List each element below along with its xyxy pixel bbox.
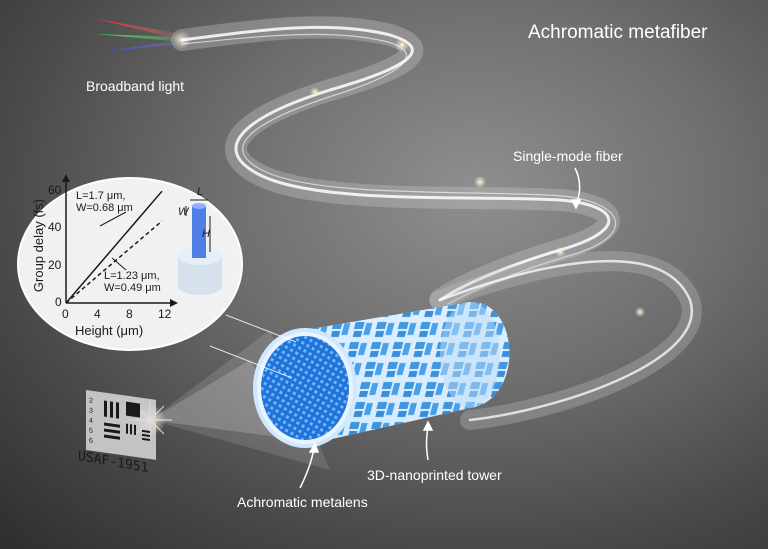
annot-upper-line2: W=0.68 μm	[76, 202, 133, 214]
annot-upper-line1: L=1.7 μm,	[76, 190, 126, 202]
x-tick-label: 4	[94, 307, 101, 321]
svg-text:4: 4	[89, 417, 93, 425]
svg-text:3: 3	[89, 407, 93, 415]
sparkles	[310, 38, 645, 317]
annot-upper-arrow	[99, 211, 127, 227]
series-line-solid	[65, 190, 163, 304]
blue-beam	[100, 40, 182, 52]
figure-title: Achromatic metafiber	[528, 22, 708, 43]
annot-upper: L=1.7 μm, W=0.68 μm	[76, 190, 133, 214]
annot-lower-line2: W=0.49 μm	[104, 282, 161, 294]
usaf-target: 2 3 4 5 6	[86, 390, 156, 460]
green-beam	[96, 34, 182, 42]
annot-lower-arrow	[111, 257, 127, 271]
y-axis-label: Group delay (fs)	[31, 198, 47, 293]
y-axis-arrow	[62, 174, 70, 182]
x-tick-label: 8	[126, 307, 133, 321]
y-tick-label: 40	[48, 220, 62, 235]
y-tick-label: 60	[48, 183, 62, 198]
metalens-label: Achromatic metalens	[237, 494, 368, 510]
svg-text:2: 2	[89, 397, 93, 405]
y-tick-label: 0	[55, 295, 62, 309]
series-line-dashed	[65, 220, 163, 304]
single-mode-fiber	[171, 16, 702, 430]
group-delay-plot	[62, 174, 178, 307]
nanoprinted-tower	[305, 301, 510, 445]
inset-bubble	[17, 177, 243, 351]
label-arrows	[299, 167, 582, 489]
svg-text:5: 5	[89, 427, 93, 435]
svg-text:6: 6	[89, 437, 93, 445]
x-axis-label: Height (μm)	[75, 323, 144, 338]
broadband-light-label: Broadband light	[86, 78, 185, 94]
red-beam	[92, 18, 182, 40]
annot-lower-line1: L=1.23 μm,	[104, 270, 160, 282]
tower-label: 3D-nanoprinted tower	[367, 467, 502, 483]
x-axis-arrow	[170, 299, 178, 307]
pillar-length-label: L	[197, 186, 204, 198]
y-tick-label: 20	[48, 257, 62, 272]
single-mode-fiber-label: Single-mode fiber	[513, 148, 623, 164]
metalens-face	[253, 328, 357, 448]
inset-connectors	[209, 314, 297, 379]
pillar-width-label: W	[178, 206, 189, 218]
annot-lower: L=1.23 μm, W=0.49 μm	[104, 270, 161, 294]
x-tick-label: 0	[62, 307, 69, 321]
pillar-height-label: H	[202, 228, 210, 240]
x-tick-label: 12	[158, 307, 172, 321]
pillar-illustration	[178, 199, 222, 295]
